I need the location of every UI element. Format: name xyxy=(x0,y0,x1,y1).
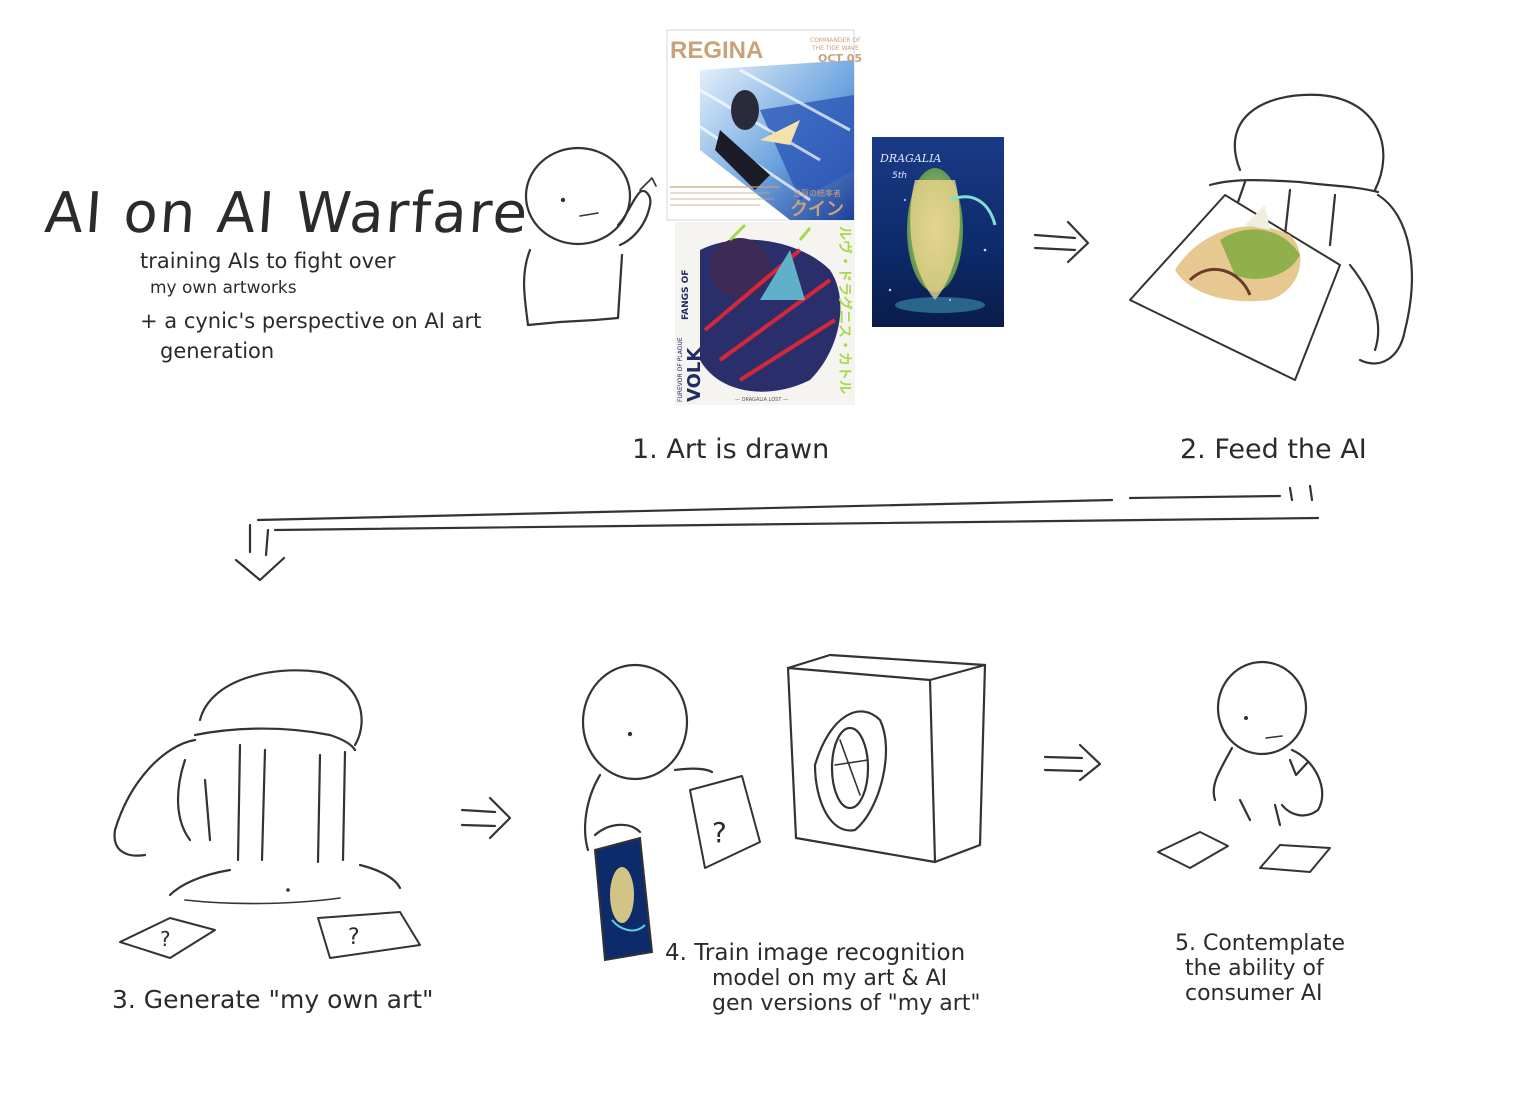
step-2-label: 2. Feed the AI xyxy=(1180,434,1367,465)
title-block: AI on AI Warfare training AIs to fight o… xyxy=(43,181,532,363)
held-artwork xyxy=(593,836,654,962)
regina-side-2: THE TIDE WAVE xyxy=(811,45,859,52)
regina-title: REGINA xyxy=(670,37,763,64)
held-question-page: ? xyxy=(689,775,761,869)
question-mark-icon: ? xyxy=(160,927,171,951)
step-5-line-1: 5. Contemplate xyxy=(1175,931,1345,956)
question-mark-icon: ? xyxy=(712,816,727,849)
arrow-4-to-5 xyxy=(1043,743,1102,782)
step-4-line-3: gen versions of "my art" xyxy=(712,991,981,1016)
artwork-regina: REGINA COMMANDER OF THE TIDE WAVE OCT 05… xyxy=(666,29,862,221)
blob-eating-figure xyxy=(1129,93,1413,381)
subtitle-line-1: training AIs to fight over xyxy=(140,249,396,273)
regina-jp-small: 五賀の統率者 xyxy=(793,188,841,198)
crouching-blob-figure xyxy=(113,669,402,905)
arrow-3-to-4 xyxy=(460,796,512,840)
note-line-2: generation xyxy=(160,339,274,363)
arrow-2-to-3 xyxy=(234,484,1320,582)
dragalia-sub: 5th xyxy=(892,171,907,181)
trainer-figure xyxy=(581,663,714,852)
fed-artwork xyxy=(1175,205,1301,302)
page-title: AI on AI Warfare xyxy=(43,181,532,246)
artwork-volk: VOLK FUREVOR OF PLAGUE FANGS OF ルヴ・ドラグニス… xyxy=(675,222,855,405)
volk-jp: ルヴ・ドラグニス・カトル xyxy=(836,226,853,394)
step-5-line-2: the ability of xyxy=(1185,956,1325,981)
recognition-model-box xyxy=(786,653,987,864)
volk-name: VOLK xyxy=(684,347,705,402)
step-4-line-1: 4. Train image recognition xyxy=(665,940,965,966)
artist-figure xyxy=(522,146,657,327)
artwork-dragalia: DRAGALIA 5th xyxy=(872,137,1004,327)
volk-side: FUREVOR OF PLAGUE xyxy=(677,337,684,402)
arrow-1-to-2 xyxy=(1033,220,1090,264)
volk-fangs: FANGS OF xyxy=(681,270,691,320)
contemplating-figure xyxy=(1212,660,1324,827)
generated-page-left: ? xyxy=(119,917,216,959)
subtitle-line-2: my own artworks xyxy=(150,278,297,298)
contemplated-page-left xyxy=(1157,831,1229,869)
dragalia-title: DRAGALIA xyxy=(879,152,941,165)
step-4-line-2: model on my art & AI xyxy=(712,966,947,991)
generated-page-right: ? xyxy=(317,911,421,959)
step-1-label: 1. Art is drawn xyxy=(632,434,829,465)
step-5-line-3: consumer AI xyxy=(1185,981,1322,1006)
contemplated-page-right xyxy=(1259,844,1331,873)
regina-side-1: COMMANDER OF xyxy=(810,37,861,44)
note-line-1: + a cynic's perspective on AI art xyxy=(140,309,481,333)
step-3-label: 3. Generate "my own art" xyxy=(112,985,434,1014)
regina-jp-big: クイン xyxy=(790,199,844,220)
question-mark-icon: ? xyxy=(348,925,360,950)
regina-date: OCT 05 xyxy=(818,52,862,65)
volk-footer: — DRAGALIA LOST — xyxy=(735,397,788,403)
eye-icon xyxy=(813,710,888,832)
